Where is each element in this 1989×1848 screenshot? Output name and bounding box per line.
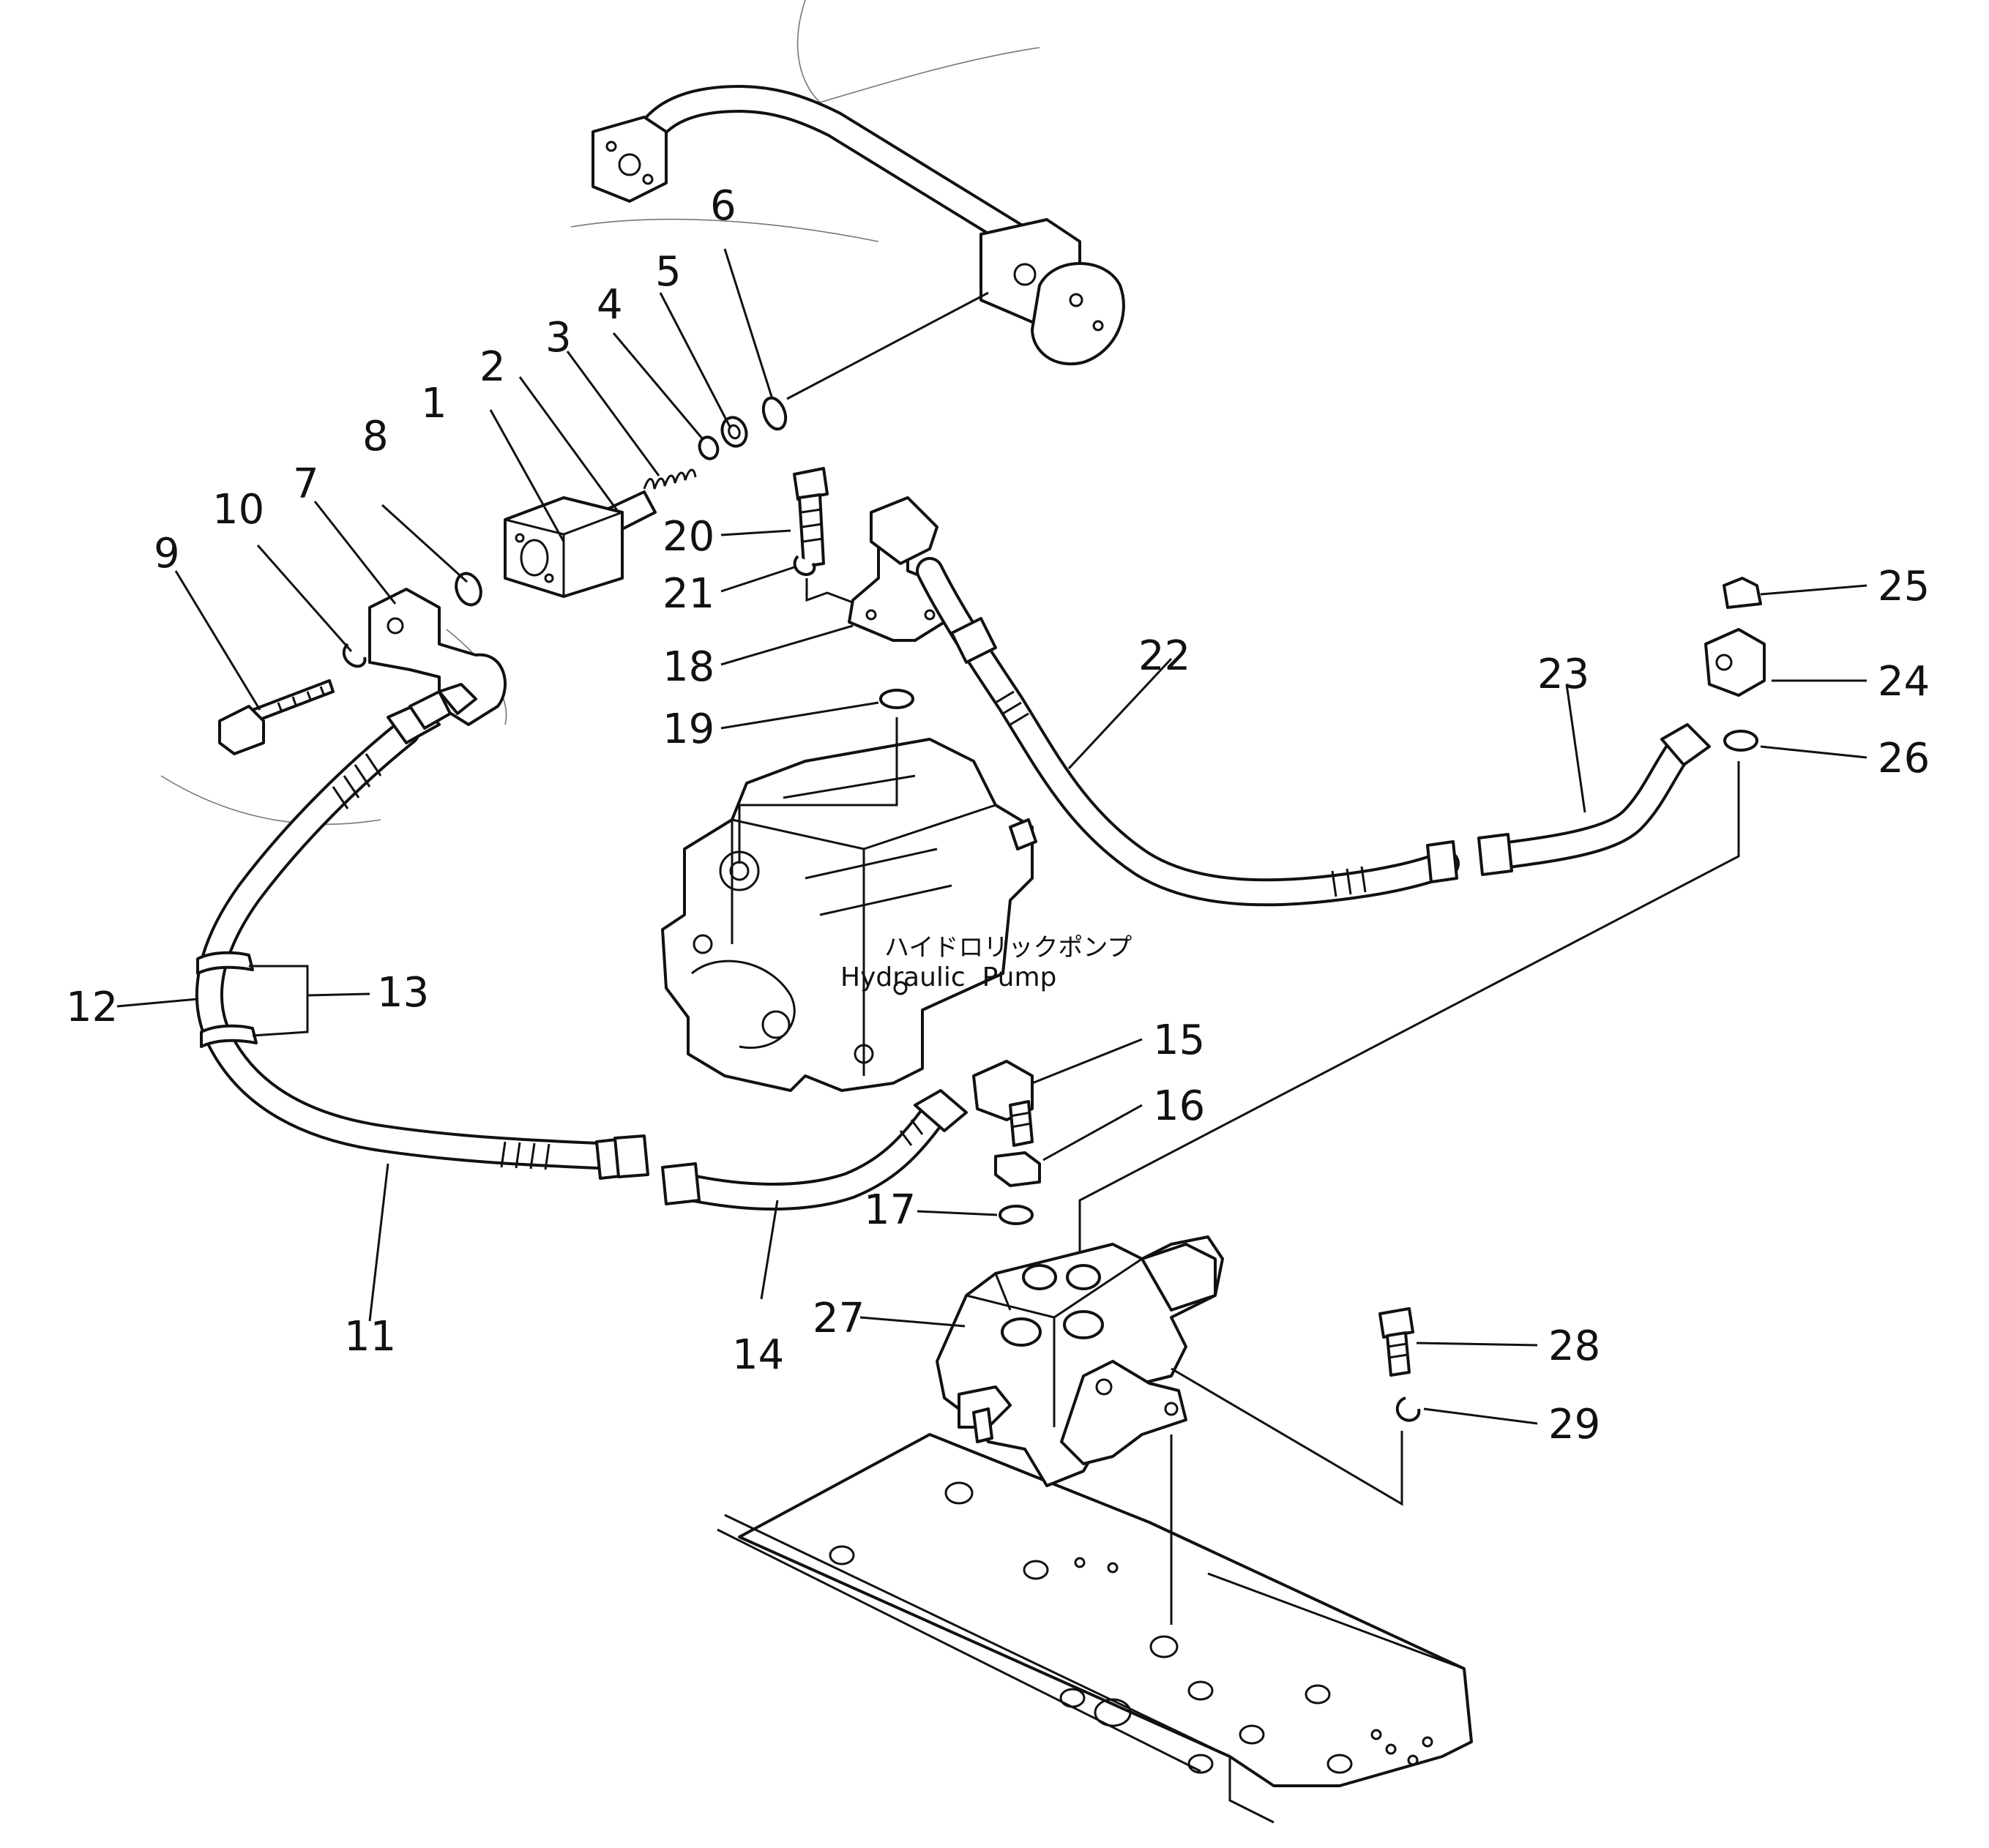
callout-2: 2 — [479, 343, 506, 391]
callout-26: 26 — [1878, 735, 1930, 782]
callout-16: 16 — [1153, 1082, 1205, 1130]
callout-28: 28 — [1548, 1323, 1600, 1370]
callout-3: 3 — [545, 314, 572, 362]
callout-19: 19 — [663, 706, 714, 753]
callout-10: 10 — [212, 486, 264, 534]
connection-line-6 — [786, 291, 989, 400]
hose-11 — [195, 690, 649, 1180]
relief-valve-parts — [368, 396, 788, 726]
connection-line-19 — [738, 717, 898, 864]
hose-14 — [661, 1089, 968, 1211]
callout-21: 21 — [663, 570, 714, 618]
callout-27: 27 — [813, 1295, 865, 1342]
hydraulic-pump — [661, 738, 1037, 1092]
leader-lines — [116, 248, 1867, 1425]
callout-5: 5 — [655, 248, 682, 296]
callout-9: 9 — [154, 530, 180, 577]
pump-label: ハイドロリックポンプ Hydraulic Pump — [840, 933, 1132, 992]
callout-25: 25 — [1878, 563, 1930, 610]
callout-15: 15 — [1153, 1017, 1205, 1064]
callout-29: 29 — [1548, 1401, 1600, 1448]
control-valve-27 — [936, 1235, 1224, 1487]
pump-label-english: Hydraulic Pump — [840, 962, 1056, 992]
elbow-18-parts — [793, 467, 946, 709]
callout-7: 7 — [293, 460, 319, 508]
callout-numbers: 1 2 3 4 5 6 7 8 9 10 11 12 13 14 15 16 1… — [66, 182, 1930, 1448]
callout-24: 24 — [1878, 658, 1930, 706]
callout-23: 23 — [1537, 651, 1589, 698]
callout-12: 12 — [66, 984, 118, 1031]
bolt-9-washer-10 — [218, 643, 367, 755]
callout-8: 8 — [362, 413, 389, 460]
bolt-28-washer-29 — [1171, 1307, 1421, 1506]
hose-23 — [1477, 723, 1711, 876]
hose-22 — [916, 557, 1460, 907]
clamp-12-13 — [196, 951, 309, 1048]
upper-pipe-assembly — [592, 85, 1125, 366]
callout-13: 13 — [377, 969, 429, 1017]
callout-1: 1 — [421, 380, 447, 427]
pump-label-japanese: ハイドロリックポンプ — [884, 933, 1132, 962]
callout-20: 20 — [663, 513, 714, 561]
fitting-24-25-26 — [1704, 577, 1766, 752]
callout-18: 18 — [663, 643, 714, 691]
base-plate — [717, 1433, 1473, 1824]
callout-22: 22 — [1138, 632, 1190, 680]
callout-11: 11 — [344, 1313, 396, 1361]
fitting-15-16-17 — [972, 1060, 1041, 1225]
callout-14: 14 — [732, 1331, 784, 1379]
callout-6: 6 — [710, 182, 736, 230]
callout-4: 4 — [597, 281, 623, 329]
callout-17: 17 — [864, 1186, 916, 1234]
